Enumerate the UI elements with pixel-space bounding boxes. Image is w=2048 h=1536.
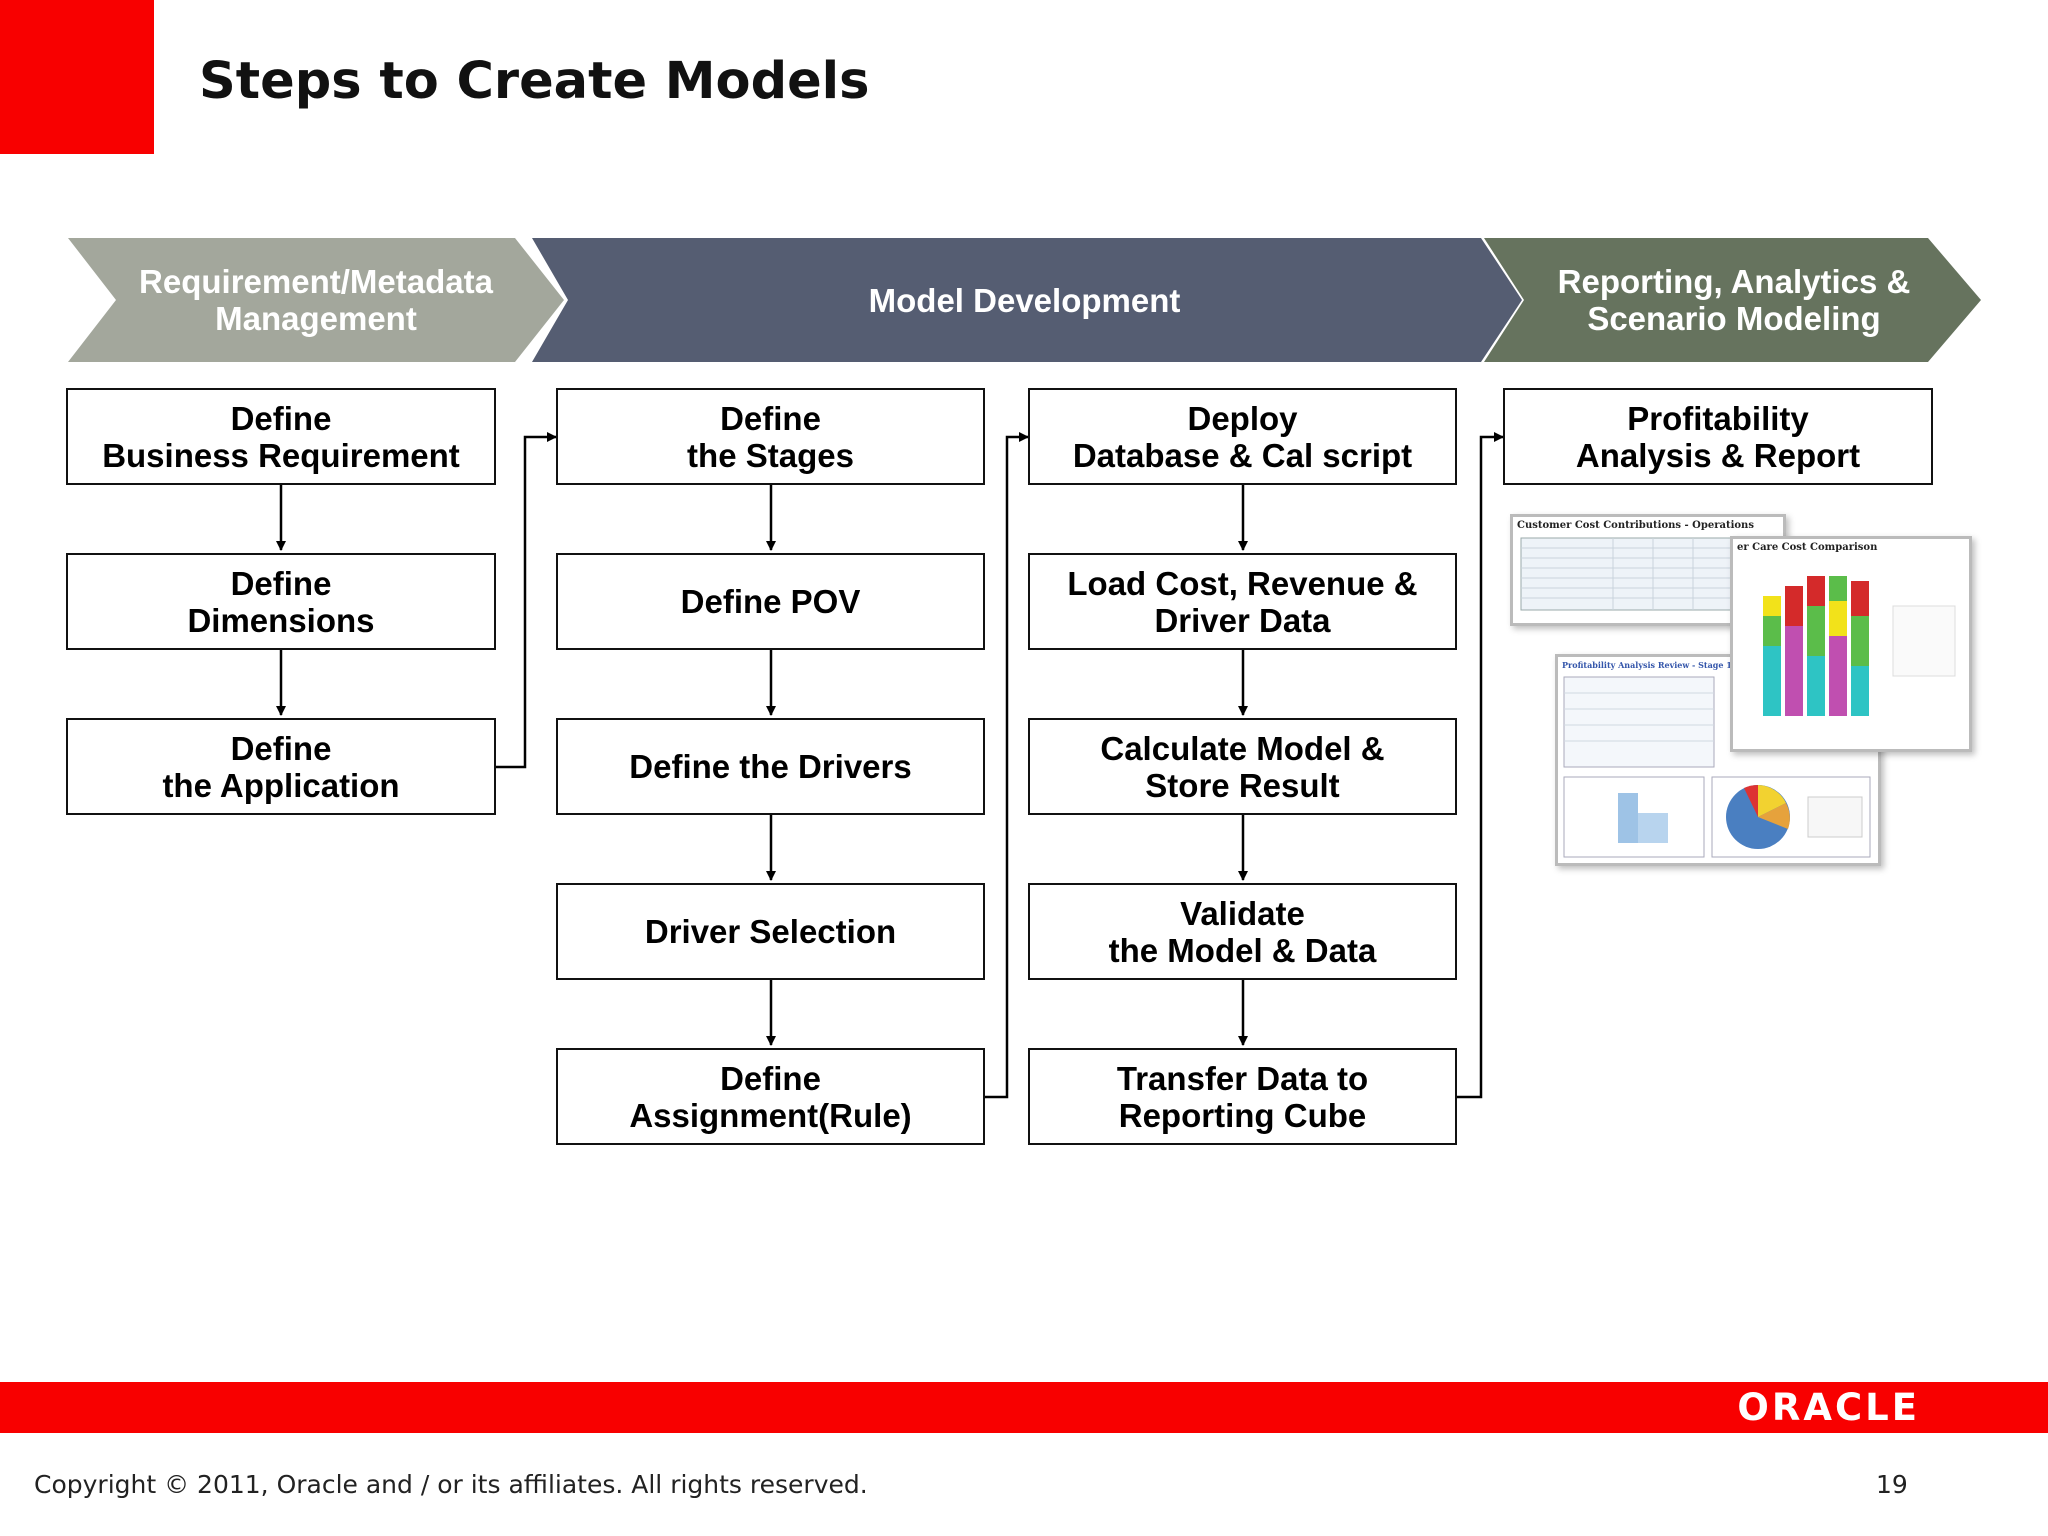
step-load-data: Load Cost, Revenue & Driver Data	[1028, 553, 1457, 650]
step-deploy-database: Deploy Database & Cal script	[1028, 388, 1457, 485]
step-define-stages: Define the Stages	[556, 388, 985, 485]
page-title: Steps to Create Models	[199, 52, 870, 111]
step-define-business-requirement: Define Business Requirement	[66, 388, 496, 485]
step-profitability-analysis: Profitability Analysis & Report	[1503, 388, 1933, 485]
oracle-logo: ORACLE	[1737, 1386, 1920, 1429]
chart-title: er Care Cost Comparison	[1737, 542, 1878, 553]
phase-label-reporting: Reporting, Analytics & Scenario Modeling	[1557, 263, 1911, 337]
phase-chevron-reporting	[1484, 238, 1981, 362]
stacked-bar-chart	[1763, 576, 1956, 716]
report-chart-thumbnail: er Care Cost Comparison	[1730, 536, 1972, 752]
page-number: 19	[1876, 1470, 1908, 1499]
dashboard-title: Profitability Analysis Review - Stage 1 …	[1562, 660, 1772, 670]
report-table-title: Customer Cost Contributions - Operations	[1517, 520, 1754, 531]
phase-label-requirement: Requirement/Metadata Management	[139, 263, 493, 337]
step-define-pov: Define POV	[556, 553, 985, 650]
phase-chevron-requirement	[68, 238, 564, 362]
step-define-assignment: Define Assignment(Rule)	[556, 1048, 985, 1145]
footer-bar	[0, 1382, 2048, 1433]
step-driver-selection: Driver Selection	[556, 883, 985, 980]
step-calculate-model: Calculate Model & Store Result	[1028, 718, 1457, 815]
phase-label-model-development: Model Development	[868, 281, 1181, 319]
brand-red-block	[0, 0, 154, 154]
step-define-dimensions: Define Dimensions	[66, 553, 496, 650]
copyright-text: Copyright © 2011, Oracle and / or its af…	[34, 1470, 868, 1499]
step-define-drivers: Define the Drivers	[556, 718, 985, 815]
phase-chevron-model-development	[532, 238, 1522, 362]
step-validate-model: Validate the Model & Data	[1028, 883, 1457, 980]
dashboard-charts	[1563, 676, 1871, 858]
step-define-application: Define the Application	[66, 718, 496, 815]
step-transfer-data: Transfer Data to Reporting Cube	[1028, 1048, 1457, 1145]
